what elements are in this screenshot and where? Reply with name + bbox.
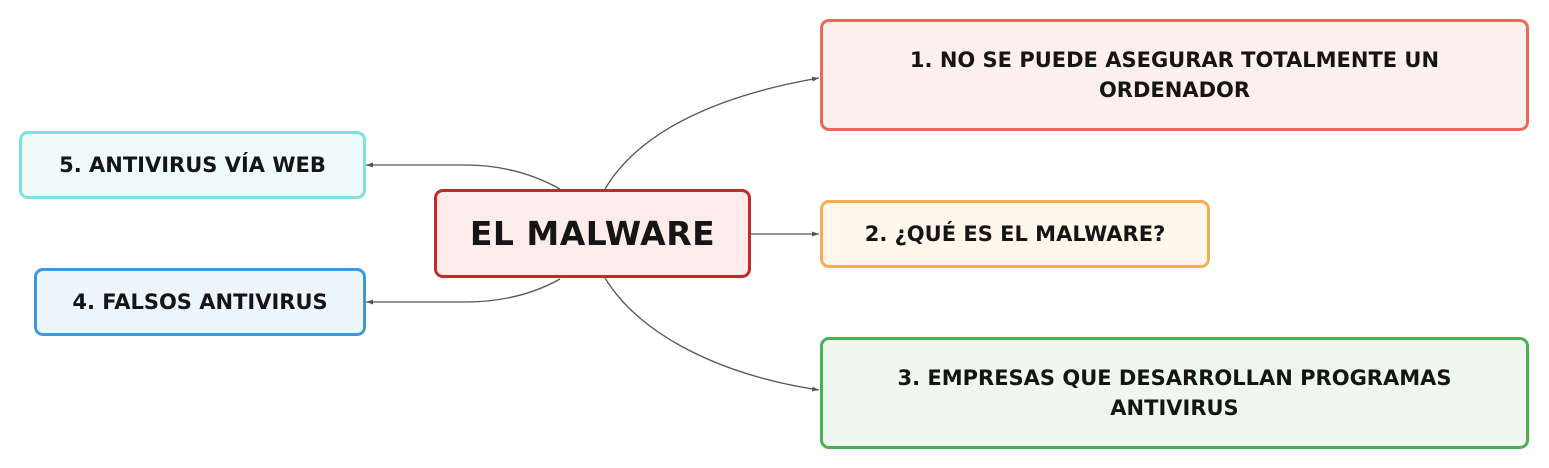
connector-branch-1 <box>604 76 820 190</box>
branch-node-5[interactable]: 5. ANTIVIRUS VÍA WEB <box>19 131 366 199</box>
central-topic-label: EL MALWARE <box>469 213 716 253</box>
connector-branch-4 <box>366 278 561 305</box>
branch-node-4[interactable]: 4. FALSOS ANTIVIRUS <box>34 268 366 336</box>
branch-node-1[interactable]: 1. NO SE PUEDE ASEGURAR TOTALMENTE UN OR… <box>820 19 1529 131</box>
branch-node-3-label: 3. EMPRESAS QUE DESARROLLAN PROGRAMAS AN… <box>897 365 1452 420</box>
branch-node-5-label: 5. ANTIVIRUS VÍA WEB <box>59 152 326 177</box>
branch-node-1-label: 1. NO SE PUEDE ASEGURAR TOTALMENTE UN OR… <box>909 47 1440 102</box>
connector-branch-5 <box>366 162 561 190</box>
branch-node-2-label: 2. ¿QUÉ ES EL MALWARE? <box>864 221 1166 246</box>
central-topic[interactable]: EL MALWARE <box>434 189 751 278</box>
branch-node-3[interactable]: 3. EMPRESAS QUE DESARROLLAN PROGRAMAS AN… <box>820 337 1529 449</box>
branch-node-2[interactable]: 2. ¿QUÉ ES EL MALWARE? <box>820 200 1210 268</box>
connector-branch-3 <box>604 277 820 392</box>
branch-node-4-label: 4. FALSOS ANTIVIRUS <box>72 289 328 314</box>
